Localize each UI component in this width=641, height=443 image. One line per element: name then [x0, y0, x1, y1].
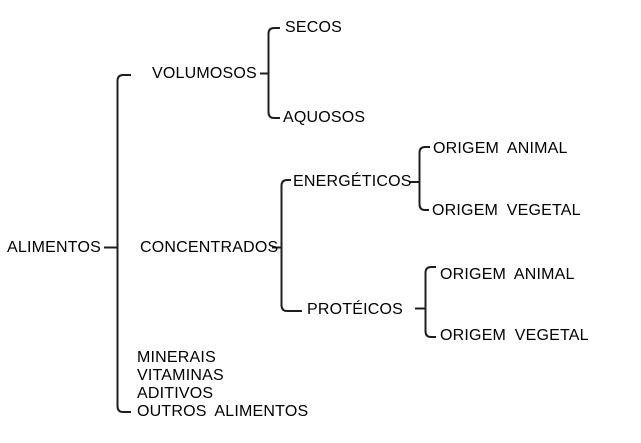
- node-aditivos: ADITIVOS: [137, 385, 214, 402]
- node-vitaminas: VITAMINAS: [137, 367, 224, 384]
- node-proteicos: PROTÉICOS: [307, 301, 404, 318]
- node-outros-alimentos: OUTROS ALIMENTOS: [137, 403, 309, 420]
- node-volumosos: VOLUMOSOS: [152, 65, 257, 82]
- node-energeticos-origem-vegetal: ORIGEM VEGETAL: [432, 202, 581, 219]
- node-minerais: MINERAIS: [137, 349, 216, 366]
- node-alimentos: ALIMENTOS: [7, 239, 101, 256]
- node-secos: SECOS: [285, 19, 343, 36]
- node-energeticos-origem-animal: ORIGEM ANIMAL: [433, 140, 568, 157]
- node-aquosos: AQUOSOS: [283, 109, 366, 126]
- bracket-proteicos: [424, 266, 436, 338]
- bracket-energeticos: [418, 146, 430, 211]
- bracket-volumosos: [267, 27, 280, 119]
- leaf-list: MINERAIS VITAMINAS ADITIVOS OUTROS ALIME…: [137, 349, 308, 421]
- bracket-concentrados: [280, 179, 302, 312]
- node-concentrados: CONCENTRADOS: [140, 239, 279, 256]
- bracket-root: [116, 74, 131, 413]
- node-proteicos-origem-animal: ORIGEM ANIMAL: [440, 266, 575, 283]
- node-proteicos-origem-vegetal: ORIGEM VEGETAL: [440, 327, 589, 344]
- node-energeticos: ENERGÉTICOS: [293, 173, 412, 190]
